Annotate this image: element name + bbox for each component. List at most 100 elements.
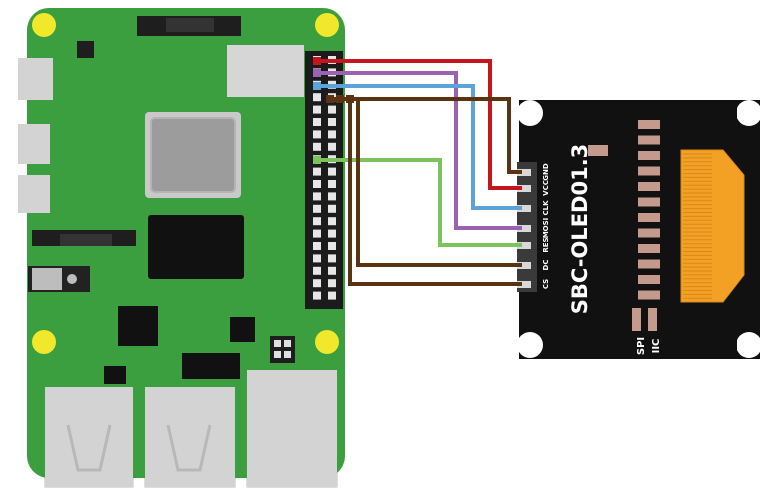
gpio-pin [313,242,321,250]
usb-c-power-port [18,58,53,100]
gpio-pin [313,118,321,126]
gpio-pin [313,204,321,213]
usb-port-left-front [45,387,133,487]
oled-mount-hole-tr [736,100,762,126]
oled-pin-label: MOSI [542,218,550,239]
oled-solder-pad [638,290,660,300]
mount-hole-top-right [315,13,339,37]
oled-pin [517,242,531,249]
gpio-pin [313,217,321,226]
gpio-pin [313,229,321,238]
gpio-pin [328,242,336,250]
gpio-pin [328,204,336,213]
gpio-pin [328,180,336,188]
mount-hole-bottom-right [315,330,339,354]
oled-pin [517,205,531,212]
ram-chip [148,215,244,279]
connection-wires [313,57,522,286]
oled-pin-label: DC [542,260,550,271]
gpio-pin [313,279,321,288]
ethernet-port-front [247,370,337,487]
gpio-pin [328,229,336,238]
oled-pin [517,225,531,232]
wire-vcc [317,59,522,190]
oled-solder-pad [638,166,660,176]
gpio-pin [313,130,321,139]
oled-pin-label: CLK [542,200,550,216]
wire-gnd [330,97,522,174]
oled-solder-pad [638,135,660,145]
oled-solder-pads [638,120,660,300]
oled-solder-pad [638,213,660,222]
small-chip-bottom [104,366,126,384]
oled-small-pad [588,145,608,156]
mount-hole-top-left [32,13,56,37]
small-chip-middle [230,317,255,342]
mount-hole-bottom-left [32,330,56,354]
oled-model-label: SBC-OLED01.3 [568,144,592,315]
oled-pin-label: RES [542,237,550,252]
gpio-pin [313,254,321,263]
gpio-pin [313,266,321,275]
oled-pin [517,262,531,269]
wire-end-res [313,156,321,164]
wire-end-cs [346,95,354,103]
spi-jumper-pad [632,308,641,331]
oled-pins [517,169,531,288]
oled-solder-pad [638,151,660,160]
micro-hdmi-port-2 [18,175,50,213]
oled-solder-pad [638,244,660,253]
gpio-pin [328,217,336,226]
gpio-pin [328,291,336,300]
poe-pin-4 [284,351,291,358]
oled-solder-pad [638,275,660,284]
iic-label: IIC [651,339,662,354]
spi-label: SPI [636,337,647,355]
oled-flex-cable [680,149,745,303]
wire-end-vcc [313,57,321,65]
gpio-pin [313,180,321,188]
oled-pin-label: CS [542,279,550,289]
wire-clk [317,84,522,210]
oled-solder-pad [638,197,660,207]
wire-end-gnd [326,95,334,103]
wire-end-mosi [313,69,321,77]
wire-res [317,158,522,247]
processor-die [150,117,236,193]
gpio-pin [328,279,336,288]
poe-pin-2 [284,340,291,347]
wire-dc [340,97,522,267]
gpio-pin [313,167,321,176]
oled-mount-hole-bl [517,332,543,358]
oled-pin-label: VCC [542,180,550,196]
oled-solder-pad [638,182,660,191]
wire-end-dc [336,95,344,103]
gpio-pin [328,130,336,139]
gpio-pin [328,142,336,151]
small-chip-top [77,41,94,58]
oled-solder-pad [638,259,660,269]
oled-pin [517,281,531,288]
wire-end-clk [313,82,321,90]
oled-pin-label: GND [542,163,550,181]
display-connector-inner [166,18,214,32]
usb-port-middle-front [145,387,235,487]
gpio-pin [328,118,336,126]
oled-solder-pad [638,228,660,238]
raspberry-pi-board [18,8,345,488]
oled-pin [517,185,531,192]
wire-cs [348,99,522,286]
usb-controller-chip [118,306,158,346]
gpio-pin [313,105,321,114]
audio-jack-hole [67,274,77,284]
usb-port-middle-slot [166,424,212,472]
audio-jack-body [32,268,62,290]
gpio-pin [313,142,321,151]
wire-mosi [317,71,522,230]
oled-flex-traces [683,153,712,299]
gpio-pin [313,291,321,300]
ethernet-controller-chip [182,353,240,379]
